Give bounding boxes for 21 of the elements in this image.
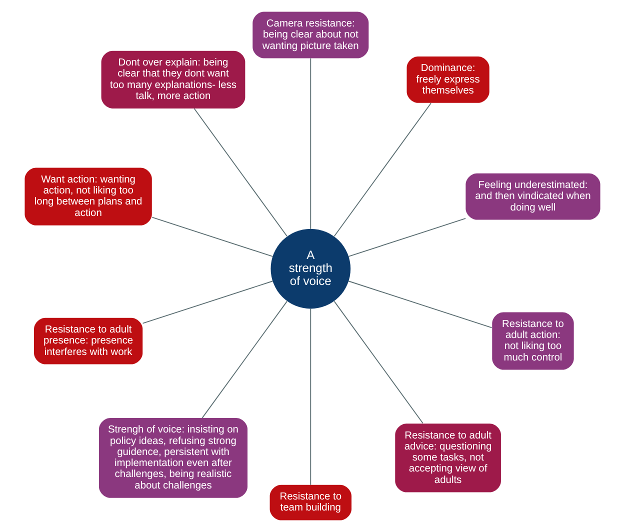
node-box: Dominance: freely express themselves bbox=[406, 56, 490, 103]
connector bbox=[142, 280, 274, 324]
node-box: Resistance to adult presence: presence interferes with work bbox=[34, 318, 143, 364]
connector bbox=[348, 218, 466, 257]
node-circle: A strength of voice bbox=[270, 228, 351, 309]
node-box: Resistance to adult action: not liking too much control bbox=[492, 312, 574, 370]
connector bbox=[334, 300, 424, 424]
node-box: Camera resistance: being clear about not wanting picture taken bbox=[252, 12, 369, 58]
node-box: Dont over explain: being clear that they dont want too many explanations- less talk, more action bbox=[101, 50, 246, 108]
node-box: Want action: wanting action, not liking too long between plans and action bbox=[24, 168, 152, 226]
node-box: Feeling underestimated: and then vindicated when doing well bbox=[466, 173, 600, 220]
node-box: Resistance to team building bbox=[270, 484, 352, 520]
connector bbox=[348, 280, 492, 328]
connector bbox=[310, 58, 312, 230]
node-box: Strengh of voice: insisting on policy ideas, refusing strong guidence, persistent with implementation even after challenges, being realistic about challenges bbox=[98, 418, 248, 498]
connector bbox=[334, 102, 432, 237]
node-box: Resistance to adult advice: questioning some tasks, not accepting view of adults bbox=[395, 424, 501, 492]
connector bbox=[310, 308, 312, 486]
connector bbox=[152, 216, 274, 257]
connector bbox=[194, 108, 288, 237]
connector bbox=[202, 300, 288, 418]
